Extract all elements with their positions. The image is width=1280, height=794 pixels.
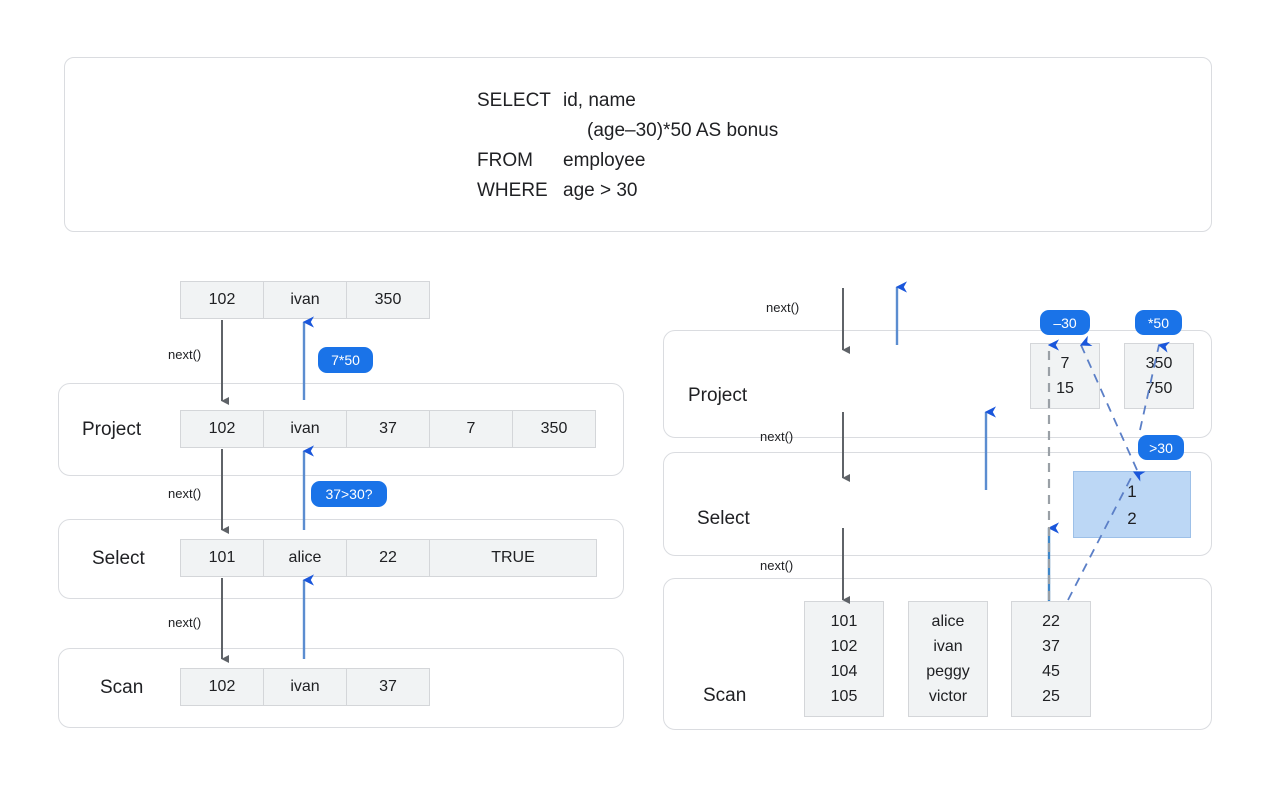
right-select-vec-val-1: 2 xyxy=(1127,508,1137,528)
left-next-label-1: next() xyxy=(168,486,202,501)
sql-keyword-where: WHERE xyxy=(477,180,548,201)
left-label-project: Project xyxy=(82,419,142,440)
right-label-project: Project xyxy=(688,385,748,406)
right-scan-name-val-2: peggy xyxy=(926,663,970,680)
left-scan-cell-1: ivan xyxy=(263,668,347,706)
right-scan-block-id: 101 102 104 105 xyxy=(804,601,884,717)
sql-line-3: FROM employee xyxy=(477,150,645,171)
left-output-cell-bonus: 350 xyxy=(346,281,430,319)
sql-keyword-select: SELECT xyxy=(477,90,551,111)
right-label-scan: Scan xyxy=(703,685,747,706)
right-badge-minus-30: –30 xyxy=(1040,310,1090,335)
left-label-select: Select xyxy=(92,548,145,569)
right-project-block-age-minus-30: 7 15 xyxy=(1030,343,1100,409)
right-project-block-bonus: 350 750 xyxy=(1124,343,1194,409)
left-badge-predicate: 37>30? xyxy=(311,481,387,507)
left-label-scan: Scan xyxy=(100,677,144,698)
left-badge-multiply: 7*50 xyxy=(318,347,373,373)
left-project-cell-3: 7 xyxy=(429,410,513,448)
left-scan-cell-2: 37 xyxy=(346,668,430,706)
sql-where-predicate: age > 30 xyxy=(563,180,638,201)
right-badge-greater-30: >30 xyxy=(1138,435,1184,460)
right-select-block-selection-vector: 1 2 xyxy=(1073,471,1191,538)
right-scan-id-val-3: 105 xyxy=(830,688,858,705)
left-select-row: 101 alice 22 TRUE xyxy=(180,539,597,577)
right-scan-name-val-3: victor xyxy=(928,688,968,705)
right-scan-id-val-1: 102 xyxy=(830,638,858,655)
left-output-cell-name: ivan xyxy=(263,281,347,319)
right-label-select: Select xyxy=(697,508,750,529)
right-scan-id-val-0: 101 xyxy=(830,613,858,630)
sql-bonus-expression: (age–30)*50 AS bonus xyxy=(587,120,779,141)
sql-keyword-from: FROM xyxy=(477,150,533,171)
sql-line-1: SELECT id, name xyxy=(477,90,636,111)
left-next-label-2: next() xyxy=(168,615,202,630)
right-scan-age-val-0: 22 xyxy=(1042,613,1060,630)
right-scan-block-name: alice ivan peggy victor xyxy=(908,601,988,717)
sql-from-table: employee xyxy=(563,150,646,171)
right-next-label-2: next() xyxy=(760,558,794,573)
right-scan-name-val-0: alice xyxy=(931,613,965,630)
right-next-label-1: next() xyxy=(760,429,794,444)
right-scan-name-val-1: ivan xyxy=(933,638,963,655)
left-output-row: 102 ivan 350 xyxy=(180,281,430,319)
right-scan-age-val-1: 37 xyxy=(1042,638,1060,655)
right-project-bonus-val-1: 750 xyxy=(1145,380,1173,397)
left-select-cell-2: 22 xyxy=(346,539,430,577)
right-scan-age-val-3: 25 xyxy=(1042,688,1060,705)
left-project-cell-0: 102 xyxy=(180,410,264,448)
left-project-cell-4: 350 xyxy=(512,410,596,448)
left-scan-cell-0: 102 xyxy=(180,668,264,706)
right-scan-block-age: 22 37 45 25 xyxy=(1011,601,1091,717)
right-project-age-val-0: 7 xyxy=(1060,355,1070,372)
right-badge-times-50: *50 xyxy=(1135,310,1182,335)
left-select-cell-0: 101 xyxy=(180,539,264,577)
left-project-cell-1: ivan xyxy=(263,410,347,448)
right-project-age-val-1: 15 xyxy=(1056,380,1074,397)
sql-query-box: SELECT id, name (age–30)*50 AS bonus FROM… xyxy=(64,57,1212,232)
sql-query-text: SELECT id, name (age–30)*50 AS bonus FROM… xyxy=(477,86,778,206)
right-next-label-0: next() xyxy=(766,300,800,315)
sql-line-4: WHERE age > 30 xyxy=(477,180,638,201)
right-project-bonus-val-0: 350 xyxy=(1145,355,1173,372)
sql-line-2: (age–30)*50 AS bonus xyxy=(477,120,778,141)
left-select-cell-3: TRUE xyxy=(429,539,597,577)
sql-select-list: id, name xyxy=(563,90,636,111)
left-scan-row: 102 ivan 37 xyxy=(180,668,430,706)
left-select-cell-1: alice xyxy=(263,539,347,577)
left-next-label-0: next() xyxy=(168,347,202,362)
left-project-row: 102 ivan 37 7 350 xyxy=(180,410,596,448)
right-scan-id-val-2: 104 xyxy=(830,663,858,680)
left-output-cell-id: 102 xyxy=(180,281,264,319)
right-select-vec-val-0: 1 xyxy=(1127,481,1137,501)
right-scan-age-val-2: 45 xyxy=(1042,663,1060,680)
left-project-cell-2: 37 xyxy=(346,410,430,448)
